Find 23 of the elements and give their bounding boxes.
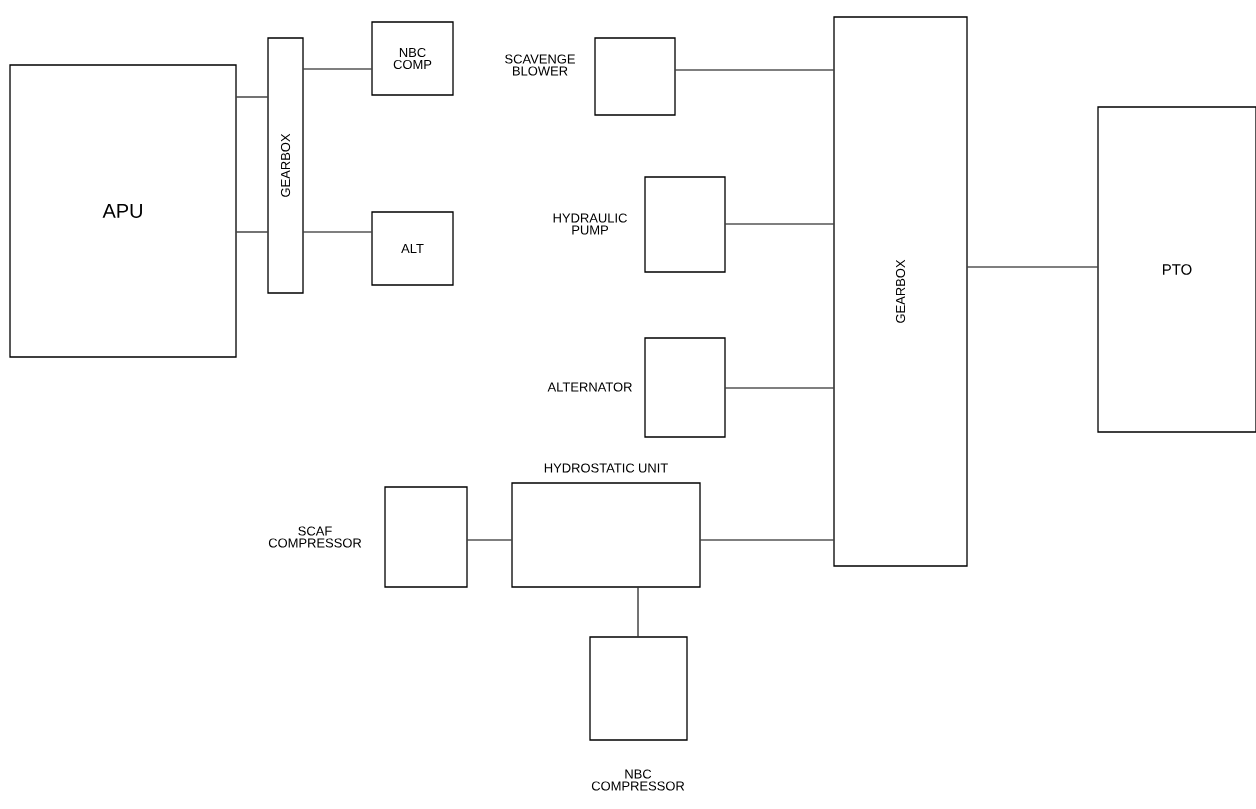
- component-box: PTO: [1097, 106, 1256, 433]
- connector-line: [236, 96, 268, 98]
- component-label: GEARBOX: [280, 133, 291, 197]
- connector-line: [467, 539, 512, 541]
- component-box: ALT: [371, 211, 454, 286]
- connector-line: [637, 587, 639, 637]
- component-box: NBC COMP: [371, 21, 454, 96]
- connector-line: [725, 387, 834, 389]
- connector-line: [303, 231, 372, 233]
- connector-line: [700, 539, 834, 541]
- component-label: HYDROSTATIC UNIT: [544, 463, 668, 473]
- component-label: GEARBOX: [895, 259, 906, 323]
- connector-line: [303, 68, 372, 70]
- connector-line: [675, 69, 834, 71]
- connector-line: [967, 266, 1098, 268]
- component-label: SCAVENGE BLOWER: [505, 54, 575, 76]
- component-label: HYDRAULIC PUMP: [553, 213, 627, 235]
- component-label: SCAF COMPRESSOR: [268, 526, 362, 548]
- component-label: NBC COMPRESSOR: [591, 769, 685, 791]
- component-label: ALTERNATOR: [547, 382, 632, 392]
- component-box: APU: [9, 64, 237, 358]
- connector-line: [725, 223, 834, 225]
- connector-line: [236, 231, 268, 233]
